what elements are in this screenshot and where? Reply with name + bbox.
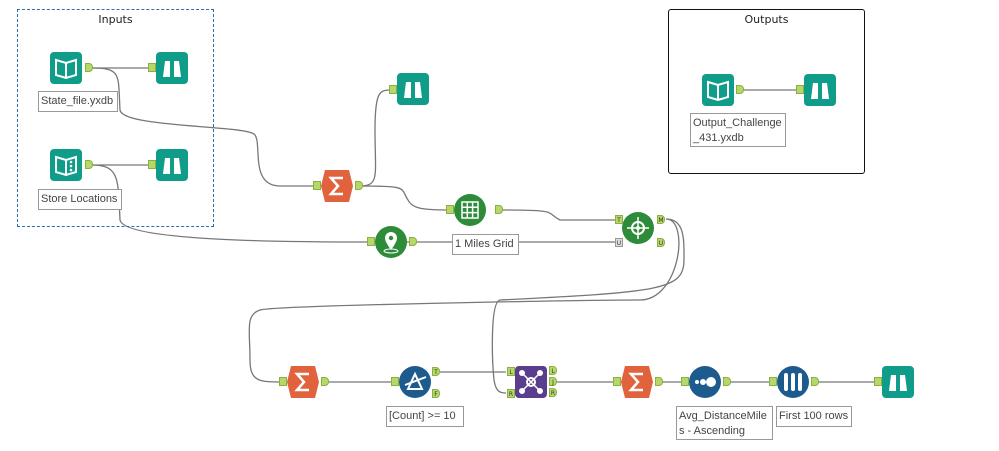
sigma-icon — [321, 170, 353, 202]
browse-tool[interactable] — [803, 73, 837, 107]
output-anchor[interactable] — [321, 377, 329, 386]
unmatched-anchor[interactable]: U — [657, 238, 665, 247]
output-anchor[interactable] — [355, 181, 363, 190]
input-anchor[interactable] — [874, 377, 882, 386]
sigma-icon — [621, 366, 653, 398]
wire — [248, 218, 680, 383]
input-anchor[interactable] — [769, 377, 777, 386]
make-grid-tool[interactable] — [453, 193, 487, 227]
output-anchor[interactable] — [85, 63, 93, 72]
create-points-tool[interactable] — [374, 225, 408, 259]
input-anchor[interactable] — [279, 377, 287, 386]
join-tool[interactable] — [514, 365, 548, 399]
target-anchor[interactable]: T — [615, 215, 623, 224]
output-anchor[interactable] — [85, 160, 93, 169]
summarize-tool[interactable] — [286, 365, 320, 399]
binoculars-icon — [397, 73, 429, 105]
universe-anchor[interactable]: U — [615, 238, 623, 247]
binoculars-icon — [882, 366, 914, 398]
input-anchor[interactable] — [391, 377, 399, 386]
tool-label: State_file.yxdb — [38, 91, 118, 112]
true-anchor[interactable]: T — [432, 367, 440, 376]
output-data-tool[interactable] — [701, 73, 735, 107]
wire — [499, 209, 618, 221]
input-anchor[interactable] — [681, 377, 689, 386]
tool-label: Output_Challenge _431.yxdb — [690, 113, 786, 147]
input-anchor[interactable] — [613, 377, 621, 386]
input-anchor[interactable] — [796, 85, 804, 94]
state-input-tool[interactable] — [49, 51, 83, 85]
input-anchor[interactable] — [148, 160, 156, 169]
map-pin-icon — [375, 226, 407, 258]
output-anchor[interactable] — [723, 377, 731, 386]
binoculars-icon — [156, 52, 188, 84]
tool-label: First 100 rows — [776, 406, 852, 427]
output-anchor[interactable] — [495, 205, 503, 214]
output-anchor[interactable] — [736, 85, 744, 94]
wire — [359, 185, 451, 211]
summarize-tool[interactable] — [320, 169, 354, 203]
wire — [359, 89, 393, 187]
inputs-container[interactable]: Inputs — [17, 9, 214, 227]
left-output-anchor[interactable]: L — [549, 366, 557, 375]
spatial-match-tool[interactable] — [621, 211, 655, 245]
browse-tool[interactable] — [155, 51, 189, 85]
left-input-anchor[interactable]: L — [507, 367, 515, 376]
sort-tool[interactable] — [688, 365, 722, 399]
summarize-tool[interactable] — [620, 365, 654, 399]
input-data-icon — [50, 149, 82, 181]
binoculars-icon — [156, 149, 188, 181]
container-title: Outputs — [744, 13, 789, 26]
sample-icon — [777, 366, 809, 398]
tool-label: [Count] >= 10 — [386, 406, 464, 427]
sigma-icon — [287, 366, 319, 398]
join-output-anchor[interactable]: J — [549, 377, 557, 386]
input-anchor[interactable] — [389, 85, 397, 94]
output-anchor[interactable] — [409, 237, 417, 246]
input-data-icon — [50, 52, 82, 84]
filter-icon — [399, 366, 431, 398]
right-input-anchor[interactable]: R — [507, 389, 515, 398]
output-anchor[interactable] — [655, 377, 663, 386]
matched-anchor[interactable]: M — [657, 215, 665, 224]
browse-tool[interactable] — [881, 365, 915, 399]
false-anchor[interactable]: F — [432, 389, 440, 398]
make-grid-icon — [454, 194, 486, 226]
wire — [91, 67, 316, 187]
output-anchor[interactable] — [811, 377, 819, 386]
tool-label: Store Locations — [38, 189, 122, 210]
browse-tool[interactable] — [155, 148, 189, 182]
right-output-anchor[interactable]: R — [549, 388, 557, 397]
tool-label: 1 Miles Grid — [452, 234, 519, 255]
browse-tool[interactable] — [396, 72, 430, 106]
join-icon — [515, 366, 547, 398]
input-anchor[interactable] — [367, 237, 375, 246]
sample-tool[interactable] — [776, 365, 810, 399]
tool-label: Avg_DistanceMiles - Ascending — [676, 406, 773, 440]
binoculars-icon — [804, 74, 836, 106]
wire — [91, 164, 371, 243]
outputs-container[interactable]: Outputs — [668, 9, 865, 174]
input-anchor[interactable] — [148, 63, 156, 72]
input-anchor[interactable] — [313, 181, 321, 190]
input-anchor[interactable] — [446, 205, 454, 214]
spatial-match-icon — [622, 212, 654, 244]
wire — [491, 218, 685, 394]
sort-icon — [689, 366, 721, 398]
store-input-tool[interactable] — [49, 148, 83, 182]
container-title: Inputs — [98, 13, 133, 26]
filter-tool[interactable] — [398, 365, 432, 399]
output-data-icon — [702, 74, 734, 106]
